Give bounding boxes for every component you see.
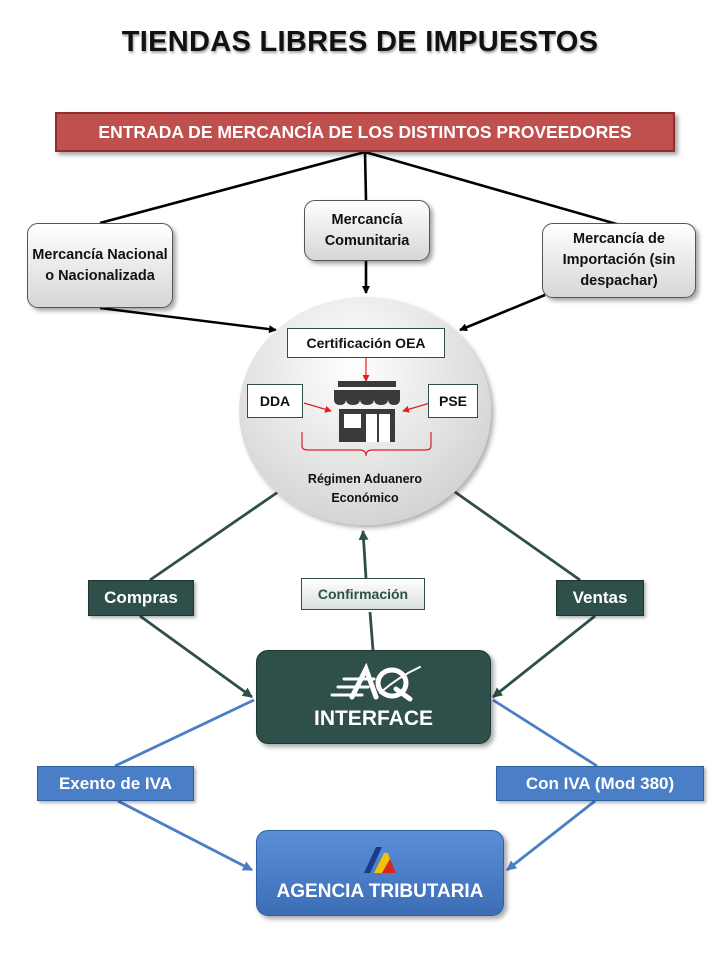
compras-box: Compras xyxy=(88,580,194,616)
certification-oea-box: Certificación OEA xyxy=(287,328,445,358)
regime-label: Régimen Aduanero Económico xyxy=(307,472,423,505)
agencia-tributaria-label: AGENCIA TRIBUTARIA xyxy=(276,881,484,902)
ventas-box: Ventas xyxy=(556,580,644,616)
page-title: TIENDAS LIBRES DE IMPUESTOS xyxy=(121,26,599,58)
interface-label: INTERFACE xyxy=(313,707,433,730)
agencia-tributaria-box: AGENCIA TRIBUTARIA xyxy=(256,830,504,916)
confirmacion-box: Confirmación xyxy=(301,578,425,610)
con-iva-box: Con IVA (Mod 380) xyxy=(496,766,704,801)
store-icon xyxy=(334,381,400,442)
source-comunitaria-box: Mercancía Comunitaria xyxy=(304,200,430,261)
interface-box: INTERFACE xyxy=(256,650,491,744)
source-importacion-box: Mercancía de Importación (sin despachar) xyxy=(542,223,696,298)
supplier-entry-header: ENTRADA DE MERCANCÍA DE LOS DISTINTOS PR… xyxy=(55,112,675,152)
exento-iva-box: Exento de IVA xyxy=(37,766,194,801)
pse-box: PSE xyxy=(428,384,478,418)
agencia-tributaria-logo-icon xyxy=(364,847,396,873)
dda-box: DDA xyxy=(247,384,303,418)
source-nacional-box: Mercancía Nacional o Nacionalizada xyxy=(27,223,173,308)
aq-logo-icon xyxy=(330,663,421,702)
